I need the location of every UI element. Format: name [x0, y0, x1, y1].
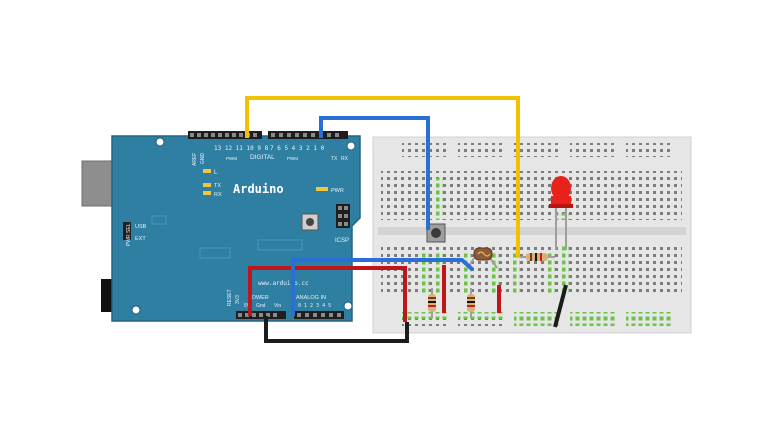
pwr-sel-label: PWR SEL: [126, 223, 132, 246]
resistor-1: [428, 288, 436, 318]
top-power-rail-3: [514, 143, 560, 157]
green-column-d: [492, 251, 499, 293]
resistor-2: [467, 288, 475, 318]
pwm-label-2: PWM: [287, 156, 298, 161]
top-power-rail-5: [626, 143, 672, 157]
blue-wire-top: [319, 116, 430, 230]
resistor-3: [520, 253, 555, 261]
icsp-label: ICSP: [335, 238, 349, 244]
ext-label: EXT: [135, 236, 146, 242]
board-body: [111, 135, 361, 322]
digital-numbers-low: 7 6 5 4 3 2 1 0: [270, 145, 325, 152]
pwr-label: PWR: [331, 188, 344, 194]
push-button: [426, 223, 446, 243]
v33-label: 3V3: [235, 295, 241, 304]
red-wire: [248, 266, 407, 322]
blue-wire-analog: [291, 258, 475, 316]
green-column-led: [562, 244, 569, 293]
top-power-rail-4: [570, 143, 616, 157]
analog-header: [294, 311, 344, 319]
pwr-sel-jumper: [123, 222, 131, 240]
arduino-url: www.arduino.cc: [258, 280, 309, 287]
analog-label: ANALOG IN: [296, 295, 326, 301]
gnd-label: GND: [200, 153, 206, 165]
top-power-rail-2: [458, 143, 504, 157]
led: [549, 176, 573, 250]
l-label: L: [214, 170, 218, 176]
power-label: POWER: [248, 295, 269, 301]
upper-terminal-block: [381, 171, 682, 220]
rx-label: RX: [214, 192, 222, 198]
center-channel: [378, 227, 686, 235]
green-column-led-top: [555, 213, 569, 220]
tx-label: TX: [214, 183, 221, 189]
lower-terminal-block: [381, 244, 682, 293]
analog-numbers: 0 1 2 3 4 5: [298, 303, 331, 309]
green-rail-1: [402, 312, 448, 319]
vin-label: Vin: [274, 303, 281, 309]
green-rail-4: [570, 312, 616, 326]
photoresistor: [467, 247, 498, 269]
gnd2-label: Gnd: [256, 303, 266, 309]
green-column-c: [464, 251, 471, 293]
green-rail-2: [458, 312, 504, 319]
breadboard: [372, 136, 692, 334]
green-column-f: [548, 251, 555, 293]
black-wire: [264, 316, 409, 343]
top-power-rail-1: [402, 143, 448, 157]
green-column-b: [436, 251, 443, 293]
green-column-a: [422, 251, 429, 293]
rx-pin-label: RX: [341, 156, 349, 162]
digital-label: DIGITAL: [250, 154, 275, 161]
green-rail-3: [514, 312, 560, 326]
green-column-button-top: [436, 178, 443, 220]
green-rail-5: [626, 312, 672, 326]
usb-label: USB: [135, 224, 147, 230]
black-jumper-led: [553, 284, 568, 328]
aref-label: AREF: [192, 153, 198, 166]
yellow-wire: [245, 96, 520, 258]
arduino-logo: Arduino: [233, 182, 284, 196]
digital-header-low: [268, 131, 348, 139]
arduino-board: 13 12 11 10 9 8 7 6 5 4 3 2 1 0 AREF GND…: [81, 131, 361, 322]
digital-numbers-high: 13 12 11 10 9 8: [214, 145, 269, 152]
reset-label: RESET: [227, 289, 233, 306]
tx-pin-label: TX: [331, 156, 338, 162]
pwm-label-1: PWM: [226, 156, 237, 161]
v5-label: 5V: [244, 303, 251, 309]
green-column-e: [513, 251, 520, 293]
